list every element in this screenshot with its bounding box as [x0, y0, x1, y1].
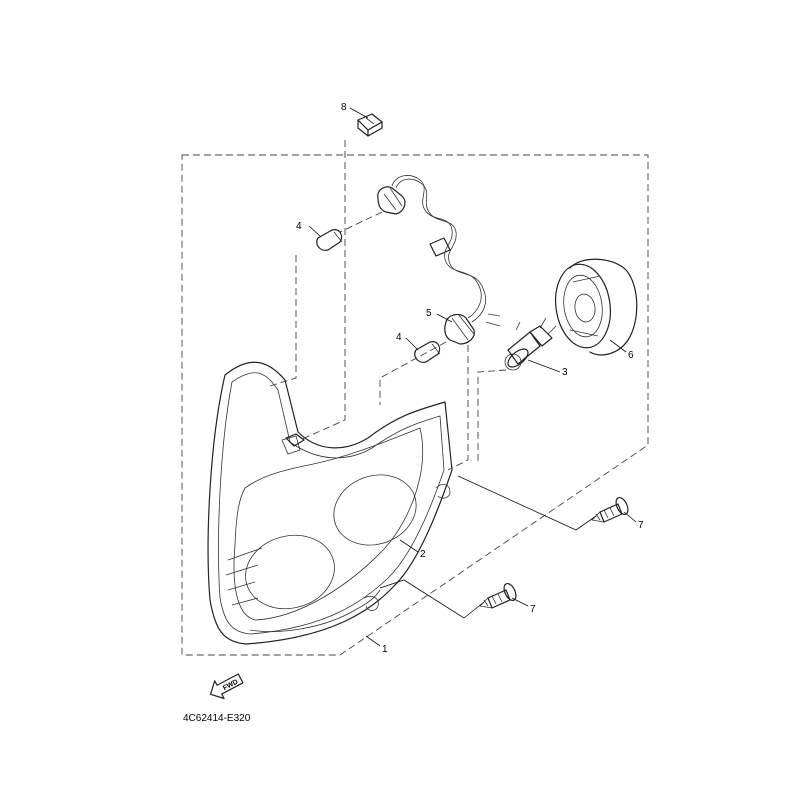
part-label-7-upper: 7	[638, 520, 644, 531]
part-label-1: 1	[382, 644, 388, 655]
part-label-4-lower: 4	[396, 332, 402, 343]
part-label-2: 2	[420, 549, 426, 560]
screw-upper	[591, 496, 629, 523]
part-label-7-lower: 7	[530, 604, 536, 615]
position-bulb-lower	[414, 341, 441, 363]
clip	[285, 113, 383, 447]
part-label-3: 3	[562, 367, 568, 378]
part-label-6: 6	[628, 350, 634, 361]
position-bulb-upper	[316, 229, 343, 251]
installation-lines	[269, 140, 507, 471]
drawing-code: 4C62414-E320	[183, 713, 251, 724]
part-label-8: 8	[341, 102, 347, 113]
headlight-unit	[207, 361, 453, 645]
part-label-4-upper: 4	[296, 221, 302, 232]
assembly-boundary	[181, 154, 649, 656]
fwd-arrow-icon: FWD	[209, 673, 244, 700]
part-label-5: 5	[426, 308, 432, 319]
main-bulb	[504, 317, 557, 371]
screw-lower	[479, 582, 517, 609]
headlight-lens	[225, 474, 417, 610]
leader-lines	[308, 107, 637, 647]
reflector-ring	[555, 258, 638, 356]
socket-harness	[377, 175, 501, 345]
